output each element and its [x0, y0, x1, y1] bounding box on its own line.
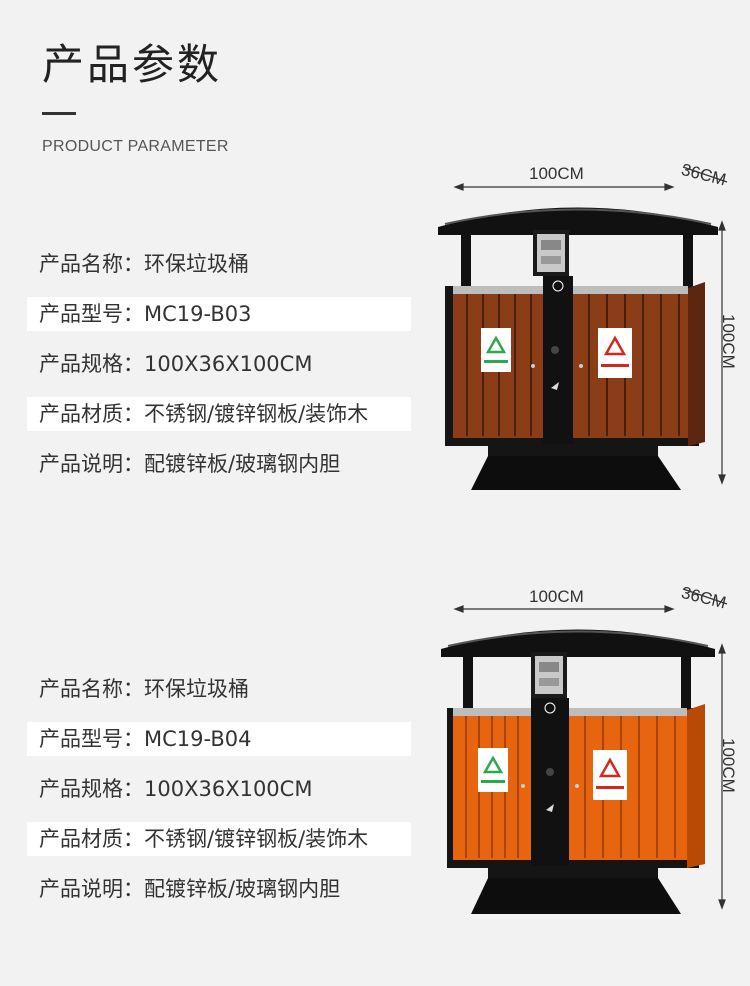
- page-subtitle: PRODUCT PARAMETER: [42, 138, 229, 155]
- spec-value: 不锈钢/镀锌钢板/装饰木: [144, 827, 369, 851]
- spec-value: MC19-B03: [144, 302, 252, 326]
- spec-label: 产品型号：: [39, 727, 144, 751]
- spec-label: 产品材质：: [39, 827, 144, 851]
- spec-row-size: 产品规格：100X36X100CM: [27, 347, 411, 381]
- spec-row-name: 产品名称：环保垃圾桶: [27, 247, 411, 281]
- spec-row-model: 产品型号：MC19-B04: [27, 722, 411, 756]
- trash-bin-image: [441, 629, 715, 914]
- title-divider: [42, 112, 76, 115]
- spec-value: 100X36X100CM: [144, 777, 313, 801]
- spec-row-material: 产品材质：不锈钢/镀锌钢板/装饰木: [27, 822, 411, 856]
- spec-row-description: 产品说明：配镀锌板/玻璃钢内胆: [27, 447, 411, 481]
- spec-label: 产品规格：: [39, 352, 144, 376]
- spec-label: 产品型号：: [39, 302, 144, 326]
- spec-row-size: 产品规格：100X36X100CM: [27, 772, 411, 806]
- spec-row-name: 产品名称：环保垃圾桶: [27, 672, 411, 706]
- dimension-lines: [453, 166, 728, 485]
- dimension-width: 100CM: [529, 587, 584, 606]
- spec-value: 环保垃圾桶: [144, 252, 249, 276]
- spec-row-model: 产品型号：MC19-B03: [27, 297, 411, 331]
- spec-value: 配镀锌板/玻璃钢内胆: [144, 877, 341, 901]
- dimension-width: 100CM: [529, 164, 584, 183]
- page-title: 产品参数: [42, 40, 223, 89]
- spec-label: 产品规格：: [39, 777, 144, 801]
- spec-row-material: 产品材质：不锈钢/镀锌钢板/装饰木: [27, 397, 411, 431]
- spec-label: 产品说明：: [39, 877, 144, 901]
- spec-label: 产品说明：: [39, 452, 144, 476]
- spec-label: 产品材质：: [39, 402, 144, 426]
- spec-value: 不锈钢/镀锌钢板/装饰木: [144, 402, 369, 426]
- spec-value: 环保垃圾桶: [144, 677, 249, 701]
- spec-value: 配镀锌板/玻璃钢内胆: [144, 452, 341, 476]
- spec-label: 产品名称：: [39, 252, 144, 276]
- spec-value: MC19-B04: [144, 727, 252, 751]
- spec-row-description: 产品说明：配镀锌板/玻璃钢内胆: [27, 872, 411, 906]
- spec-value: 100X36X100CM: [144, 352, 313, 376]
- spec-label: 产品名称：: [39, 677, 144, 701]
- trash-bin-image: [438, 207, 718, 490]
